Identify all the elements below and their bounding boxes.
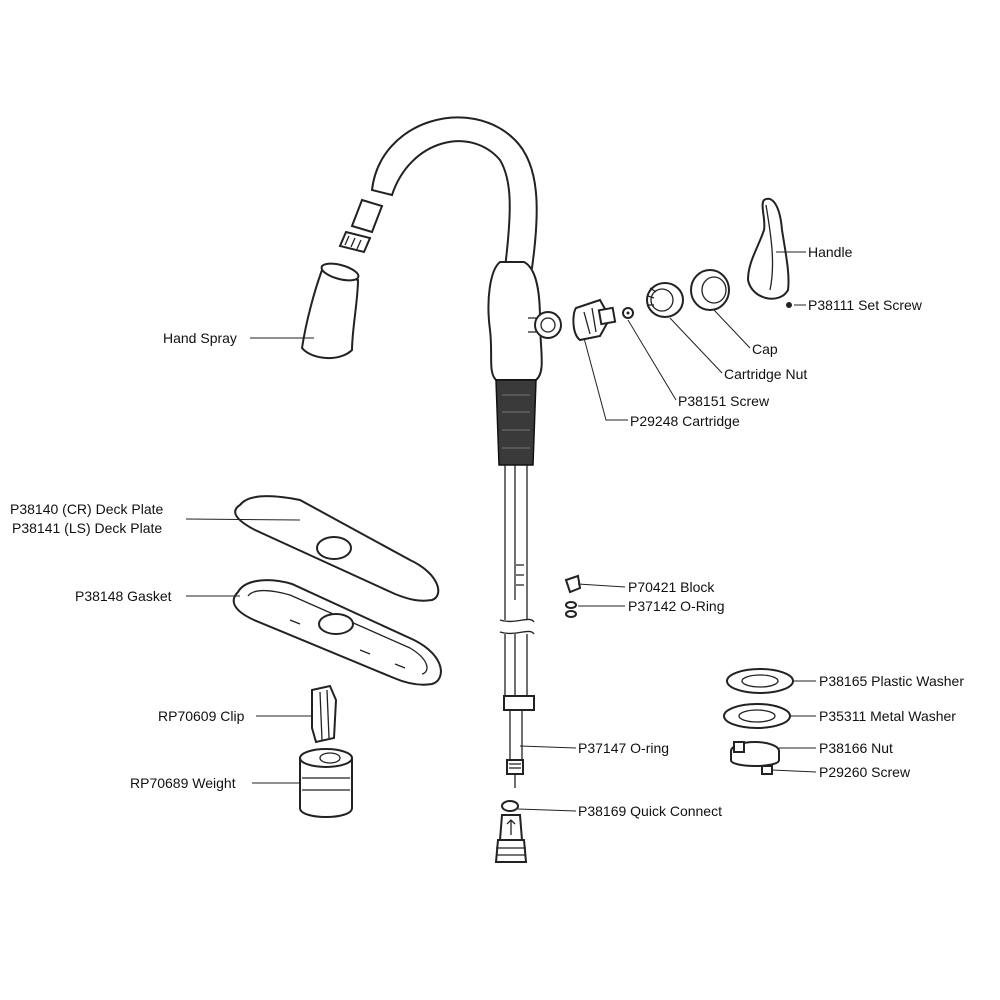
label-clip: RP70609 Clip xyxy=(158,708,245,724)
label-gasket: P38148 Gasket xyxy=(75,588,172,604)
oring-37142-part xyxy=(565,601,577,618)
quick-connect-part xyxy=(494,800,528,863)
block-part xyxy=(564,574,582,594)
label-quick-connect: P38169 Quick Connect xyxy=(578,803,722,819)
metal-washer-part xyxy=(723,703,791,729)
label-cartridge-nut: Cartridge Nut xyxy=(724,366,808,382)
screw-29260-part xyxy=(761,765,773,775)
label-plastic-washer: P38165 Plastic Washer xyxy=(819,673,964,689)
leader-lines xyxy=(185,251,817,812)
label-handle: Handle xyxy=(808,244,853,260)
label-screw-29260: P29260 Screw xyxy=(819,764,911,780)
weight-part xyxy=(299,748,353,818)
deck-plate-part xyxy=(234,495,440,602)
cap-part xyxy=(690,269,730,311)
label-weight: RP70689 Weight xyxy=(130,775,236,791)
label-oring-37147: P37147 O-ring xyxy=(578,740,670,756)
plastic-washer-part xyxy=(726,668,794,694)
label-deck-plate-cr: P38140 (CR) Deck Plate xyxy=(10,501,164,517)
clip-part xyxy=(311,684,338,744)
handle-part xyxy=(746,197,790,300)
gasket-part xyxy=(232,579,442,686)
screw-38151-part xyxy=(622,307,634,319)
spout-outlet xyxy=(338,198,384,254)
hose-sleeve xyxy=(495,379,537,466)
supply-line xyxy=(499,465,535,788)
label-set-screw: P38111 Set Screw xyxy=(808,297,922,313)
label-cap: Cap xyxy=(752,341,778,357)
cartridge-part xyxy=(572,298,617,342)
cartridge-nut-part xyxy=(646,282,684,318)
nut-38166-part xyxy=(730,741,780,767)
set-screw-part xyxy=(786,302,792,308)
label-block: P70421 Block xyxy=(628,579,715,595)
label-screw-38151: P38151 Screw xyxy=(678,393,770,409)
label-nut: P38166 Nut xyxy=(819,740,893,756)
label-hand-spray: Hand Spray xyxy=(163,330,237,346)
faucet-body xyxy=(487,261,562,381)
faucet-spout xyxy=(370,116,538,269)
label-cartridge: P29248 Cartridge xyxy=(630,413,740,429)
hand-spray-part xyxy=(300,262,360,359)
label-deck-plate-ls: P38141 (LS) Deck Plate xyxy=(12,520,163,536)
label-oring-37142: P37142 O-Ring xyxy=(628,598,725,614)
label-metal-washer: P35311 Metal Washer xyxy=(819,708,956,724)
